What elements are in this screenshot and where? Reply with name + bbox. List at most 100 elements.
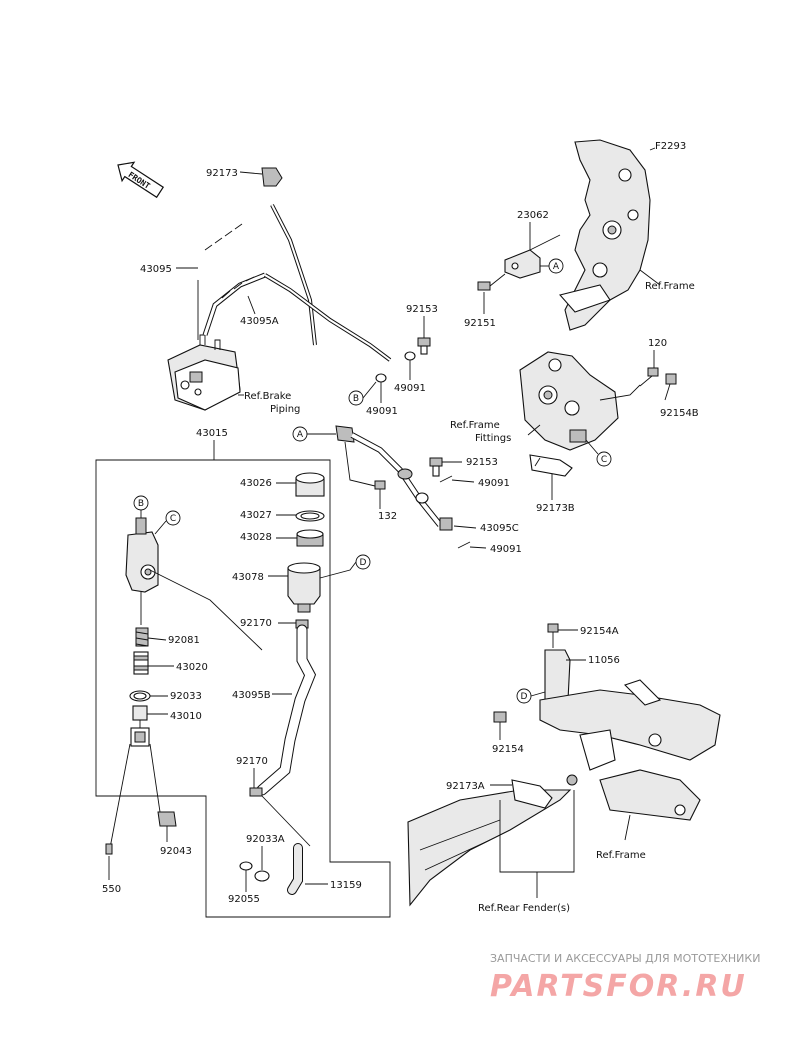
ref-frame-label-2: Ref.Frame [596, 850, 646, 861]
label-92043: 92043 [160, 846, 192, 857]
ref-frame-fittings-1: Ref.Frame [450, 420, 500, 431]
callout-c-fittings: C [585, 439, 612, 467]
ring-92033A [254, 870, 270, 882]
brake-hose-43095A [202, 272, 266, 336]
washer-49091-d [457, 541, 471, 549]
svg-text:A: A [297, 430, 304, 440]
clip-92173A [511, 774, 578, 809]
pin-550 [105, 843, 113, 855]
label-13159: 13159 [330, 880, 362, 891]
label-92154A: 92154A [580, 626, 619, 637]
label-92055: 92055 [228, 894, 260, 905]
label-92170-b: 92170 [236, 756, 268, 767]
label-92153-top: 92153 [406, 304, 438, 315]
label-92154B: 92154B [660, 408, 699, 419]
svg-text:C: C [170, 514, 176, 524]
bolt-92153-mid [429, 457, 443, 477]
label-43095B: 43095B [232, 690, 271, 701]
clamp-92173B [529, 454, 573, 477]
bolt-120 [639, 367, 659, 387]
label-43095: 43095 [140, 264, 172, 275]
clip-92173 [261, 167, 283, 187]
label-43020: 43020 [176, 662, 208, 673]
brake-hose-43095 [196, 204, 274, 340]
bolt-92151 [477, 273, 506, 291]
bolt-92154B [664, 373, 677, 401]
label-550: 550 [102, 884, 121, 895]
label-43028: 43028 [240, 532, 272, 543]
label-92081: 92081 [168, 635, 200, 646]
label-43015: 43015 [196, 428, 228, 439]
ref-brake-label-2: Piping [270, 404, 300, 415]
label-23062: 23062 [517, 210, 549, 221]
label-49091-a: 49091 [394, 383, 426, 394]
label-120: 120 [648, 338, 667, 349]
label-92153-mid: 92153 [466, 457, 498, 468]
frame-fittings-bracket [519, 351, 641, 451]
label-92173B: 92173B [536, 503, 575, 514]
label-92033A: 92033A [246, 834, 285, 845]
label-43095A: 43095A [240, 316, 279, 327]
hose-43095B [256, 624, 317, 796]
ring-92055 [239, 861, 253, 871]
callout-b-top: B [348, 381, 377, 406]
ref-brake-label-1: Ref.Brake [244, 391, 291, 402]
bolt-92154 [493, 711, 507, 723]
rear-subframe [539, 679, 721, 841]
washer-49091-c [439, 475, 453, 483]
spring-92081 [135, 627, 149, 647]
ring-92033 [129, 690, 151, 702]
callout-d-frame: D [516, 688, 546, 704]
label-43027: 43027 [240, 510, 272, 521]
callout-b-cyl: B [133, 495, 149, 518]
label-43010: 43010 [170, 711, 202, 722]
label-92173A: 92173A [446, 781, 485, 792]
clamp-92170-b [249, 787, 263, 797]
label-43078: 43078 [232, 572, 264, 583]
bolt-92153-top [417, 337, 431, 355]
label-43026: 43026 [240, 478, 272, 489]
nut-92043 [157, 811, 177, 827]
label-92151: 92151 [464, 318, 496, 329]
reservoir-43078 [287, 561, 357, 613]
callout-d-reservoir: D [355, 554, 371, 570]
label-43095C: 43095C [480, 523, 519, 534]
brake-line-43095C [335, 425, 453, 531]
label-92033: 92033 [170, 691, 202, 702]
label-132: 132 [378, 511, 397, 522]
label-49091-b: 49091 [366, 406, 398, 417]
piston-43020 [133, 651, 149, 675]
bolt-132 [374, 480, 386, 490]
label-92170-a: 92170 [240, 618, 272, 629]
cap-43026 [295, 472, 325, 497]
callout-a-line: A [292, 426, 336, 442]
label-11056: 11056 [588, 655, 620, 666]
assembly-boundary-43015 [95, 459, 391, 918]
callout-a-frame: A [540, 258, 564, 274]
svg-text:A: A [553, 262, 560, 272]
label-49091-d: 49091 [490, 544, 522, 555]
ref-frame-fittings-2: Fittings [475, 433, 511, 444]
washer-49091-a [404, 351, 416, 361]
master-cylinder-body [125, 517, 263, 651]
svg-text:D: D [521, 692, 528, 702]
svg-text:B: B [138, 499, 144, 509]
label-92173: 92173 [206, 168, 238, 179]
watermark-tagline: ЗАПЧАСТИ И АКСЕССУАРЫ ДЛЯ МОТОТЕХНИКИ [490, 952, 760, 965]
svg-text:C: C [601, 455, 607, 465]
svg-text:B: B [353, 394, 359, 404]
frame-section-top [558, 139, 661, 331]
abs-unit [167, 334, 241, 411]
pushrod-43010 [130, 705, 150, 747]
label-92154: 92154 [492, 744, 524, 755]
bracket-23062 [504, 234, 561, 279]
diaphragm-43028 [296, 529, 324, 547]
label-49091-c: 49091 [478, 478, 510, 489]
front-arrow-icon: FRONT [117, 161, 165, 199]
bolt-92154A [547, 623, 559, 648]
callout-c-cyl: C [154, 510, 181, 535]
ref-frame-label-1: Ref.Frame [645, 281, 695, 292]
diagram-code: F2293 [655, 141, 686, 152]
elbow-13159 [287, 843, 303, 895]
